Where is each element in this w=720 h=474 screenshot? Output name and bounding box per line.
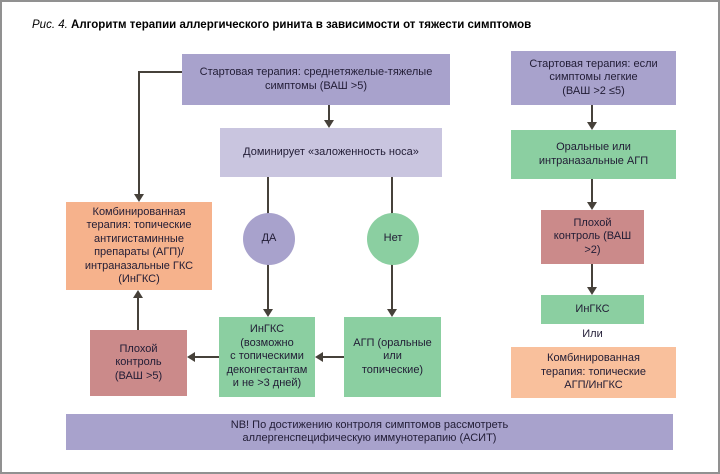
figure-title-text: Алгоритм терапии аллергического ринита в…: [71, 19, 532, 31]
connector-line: [195, 356, 219, 358]
arrowhead-down-icon: [587, 202, 597, 210]
node-ingks-mid: ИнГКС (возможно с топическими деконгеста…: [219, 317, 315, 397]
node-no-circle: Нет: [367, 213, 419, 265]
connector-line: [328, 105, 330, 121]
arrowhead-down-icon: [387, 309, 397, 317]
node-yes-circle: ДА: [243, 213, 295, 265]
node-congestion-dominates: Доминирует «заложенность носа»: [220, 128, 442, 177]
node-agp-mid: АГП (оральные или топические): [344, 317, 441, 397]
node-start-severe: Стартовая терапия: среднетяжелые-тяжелые…: [182, 54, 450, 105]
connector-line: [591, 105, 593, 122]
connector-line: [138, 71, 182, 73]
node-oral-agp-right: Оральные или интраназальные АГП: [511, 130, 676, 179]
arrowhead-left-icon: [315, 352, 323, 362]
connector-line: [138, 71, 140, 194]
connector-line: [591, 264, 593, 287]
arrowhead-down-icon: [324, 120, 334, 128]
figure-caption: Рис. 4. Алгоритм терапии аллергического …: [32, 19, 531, 31]
nb-banner: NB! По достижению контроля симптомов рас…: [66, 414, 673, 450]
arrowhead-down-icon: [134, 194, 144, 202]
node-ingks-right: ИнГКС: [541, 295, 644, 324]
figure-number-label: Рис. 4.: [32, 19, 68, 31]
node-poor-control-right: Плохой контроль (ВАШ >2): [541, 210, 644, 264]
node-start-mild: Стартовая терапия: если симптомы легкие …: [511, 51, 676, 105]
arrowhead-left-icon: [187, 352, 195, 362]
connector-line: [591, 179, 593, 202]
arrowhead-up-icon: [133, 290, 143, 298]
connector-line: [137, 298, 139, 330]
node-combined-therapy-right: Комбинированная терапия: топические АГП/…: [511, 347, 676, 398]
arrowhead-down-icon: [263, 309, 273, 317]
arrowhead-down-icon: [587, 122, 597, 130]
node-poor-control-left: Плохой контроль (ВАШ >5): [90, 330, 187, 396]
connector-line: [323, 356, 344, 358]
node-combined-therapy-left: Комбинированная терапия: топические анти…: [66, 202, 212, 290]
or-label: Или: [582, 327, 603, 340]
arrowhead-down-icon: [587, 287, 597, 295]
